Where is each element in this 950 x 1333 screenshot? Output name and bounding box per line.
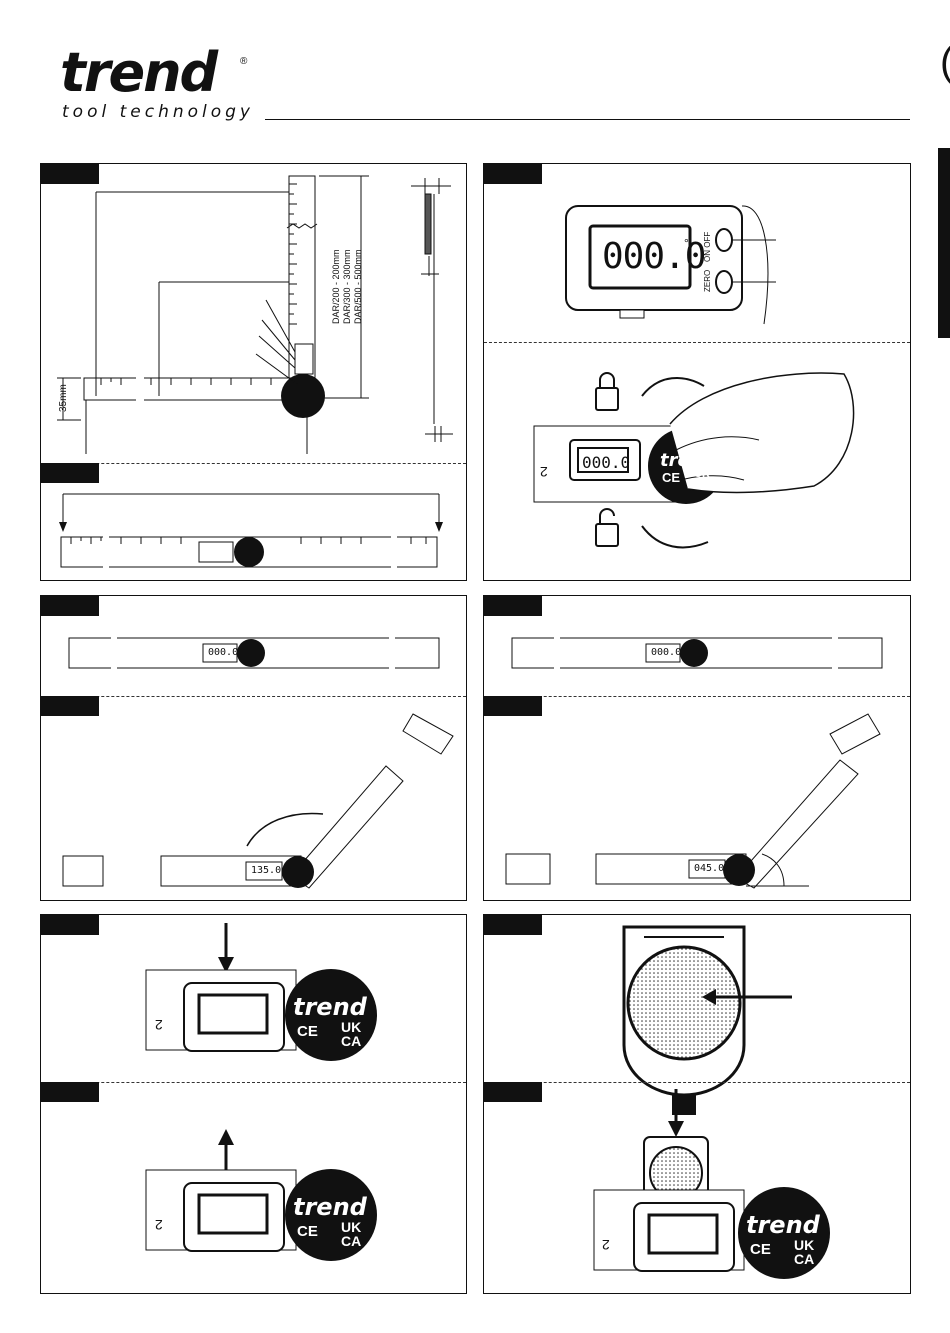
badge-ce: CE [297,1223,318,1240]
scale-digit: 2 [540,464,548,480]
scale-digit: 2 [155,1217,163,1233]
panel-angle-135: 000.0 135.0 [40,595,467,901]
cover-lift-drawing [41,915,467,1294]
panel-display: 000.0 ° ZERO ON OFF 000.0 2 trend CE UK [483,163,911,581]
panel-angle-45: 000.0 045.0 [483,595,911,901]
brand-logo: trend [60,46,216,100]
straight-ruler-drawing [41,164,467,581]
badge-ce: CE [662,470,680,485]
section-tab [938,148,950,338]
panel-battery: 2 trend CE UK CA [483,914,911,1294]
page-edge-glyph: ( [940,40,950,85]
header-rule [265,119,910,120]
registered-mark: ® [240,56,247,67]
badge-brand: trend [293,1193,367,1221]
angle-45-drawing [484,596,911,901]
brand-tagline: tool technology [62,102,254,122]
angle-135-readout: 135.0 [251,865,281,876]
badge-ca: CA [794,1251,814,1267]
lock-display-readout: 000.0 [582,453,630,472]
angle-135-drawing [41,596,467,901]
badge-ca: CA [341,1233,361,1249]
angle-45-readout: 045.0 [694,863,724,874]
badge-ce: CE [750,1241,771,1258]
panel-battery-cover: 2 trend CE UK CA 2 trend CE UK CA [40,914,467,1294]
badge-uk: UK [694,468,710,480]
badge-brand: trend [746,1211,820,1239]
battery-insert-drawing [484,915,911,1294]
panel-dimensions: DAR/200 - 200mm DAR/300 - 300mm DAR/500 … [40,163,467,581]
lock-drawing [484,164,911,581]
scale-digit: 2 [602,1237,610,1253]
